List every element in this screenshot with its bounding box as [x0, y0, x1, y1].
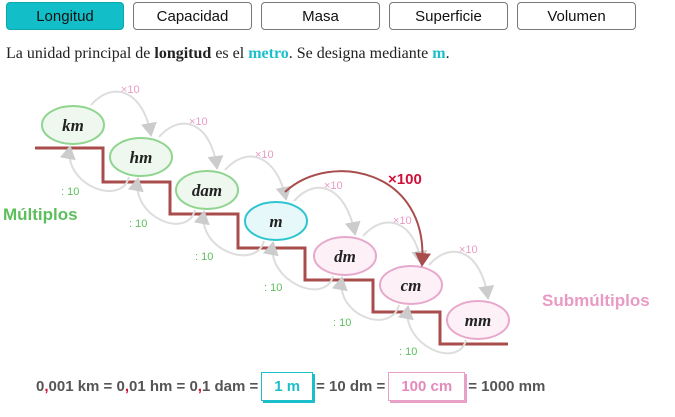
unit-label-cm: cm — [401, 276, 422, 295]
eq-comma: , — [44, 378, 49, 395]
divide-arrow — [331, 276, 400, 321]
unit-label-km: km — [62, 116, 84, 135]
divide-arrow — [397, 305, 467, 355]
divide-label: : 10 — [195, 251, 213, 263]
eq-comma: , — [197, 378, 202, 395]
eq-part: 01 hm = 0 — [129, 378, 198, 395]
submultiples-label: Submúltiplos — [542, 291, 650, 310]
tab-longitud[interactable]: Longitud — [6, 2, 124, 30]
unit-hm — [109, 137, 173, 177]
unit-label-m: m — [269, 212, 282, 231]
unit-label-dm: dm — [334, 247, 356, 266]
magnitude-tabs: Longitud Capacidad Masa Superficie Volum… — [6, 2, 636, 30]
divide-label: : 10 — [264, 282, 282, 294]
divide-arrow — [59, 145, 130, 192]
multiples-label: Múltiplos — [3, 205, 78, 224]
multiply-arrow — [293, 186, 361, 236]
tab-volumen[interactable]: Volumen — [517, 2, 636, 30]
meter-box: 1 m — [261, 372, 314, 401]
intro-unit: metro — [248, 45, 289, 62]
divide-label: : 10 — [399, 346, 417, 358]
tab-superficie[interactable]: Superficie — [389, 2, 508, 30]
divide-arrow — [127, 177, 196, 225]
divide-arrow — [193, 210, 265, 257]
tab-capacidad[interactable]: Capacidad — [133, 2, 252, 30]
unit-mm — [446, 300, 510, 340]
eq-part: = 10 dm = — [316, 378, 386, 395]
intro-part: . — [445, 45, 450, 62]
staircase — [35, 146, 508, 346]
multiply-label: ×10 — [121, 84, 140, 96]
unit-dam — [175, 170, 239, 210]
divide-label: : 10 — [333, 317, 351, 329]
intro-bold: longitud — [154, 45, 212, 62]
eq-part: 0 — [36, 378, 45, 395]
unit-cm — [379, 265, 443, 305]
multiply-arrow — [224, 155, 292, 201]
intro-part: . Se designa mediante — [288, 45, 433, 62]
unit-m — [244, 201, 308, 241]
multiply-label: ×10 — [189, 116, 208, 128]
intro-symbol: m — [432, 45, 446, 62]
times-100-arrow — [284, 170, 431, 267]
centimeter-box: 100 cm — [388, 372, 466, 401]
intro-text: La unidad principal de longitud es el me… — [6, 45, 450, 63]
eq-part: = 1000 mm — [468, 378, 546, 395]
divide-label: : 10 — [61, 186, 79, 198]
unit-label-dam: dam — [192, 181, 222, 200]
multiply-arrow — [90, 90, 157, 137]
multiply-label: ×10 — [324, 180, 343, 192]
eq-part: 1 dam = — [201, 378, 259, 395]
multiply-arrow — [362, 221, 428, 265]
unit-dm — [313, 236, 377, 276]
unit-label-mm: mm — [465, 311, 491, 330]
multiply-arrow — [158, 122, 224, 170]
tab-masa[interactable]: Masa — [261, 2, 380, 30]
unit-km — [41, 105, 105, 145]
multiply-arrow — [428, 250, 495, 300]
equivalence-equation: 0,001 km = 0,01 hm = 0,1 dam = 1 m = 10 … — [36, 372, 545, 401]
multiply-label: ×10 — [459, 244, 478, 256]
times-100-label: ×100 — [388, 171, 422, 188]
multiply-label: ×10 — [255, 149, 274, 161]
intro-part: es el — [211, 45, 249, 62]
divide-arrow — [262, 241, 334, 291]
multiply-label: ×10 — [393, 215, 412, 227]
intro-part: La unidad principal de — [6, 45, 155, 62]
eq-part: 001 km = 0 — [48, 378, 125, 395]
divide-label: : 10 — [129, 218, 147, 230]
eq-comma: , — [124, 378, 129, 395]
unit-label-hm: hm — [130, 148, 153, 167]
